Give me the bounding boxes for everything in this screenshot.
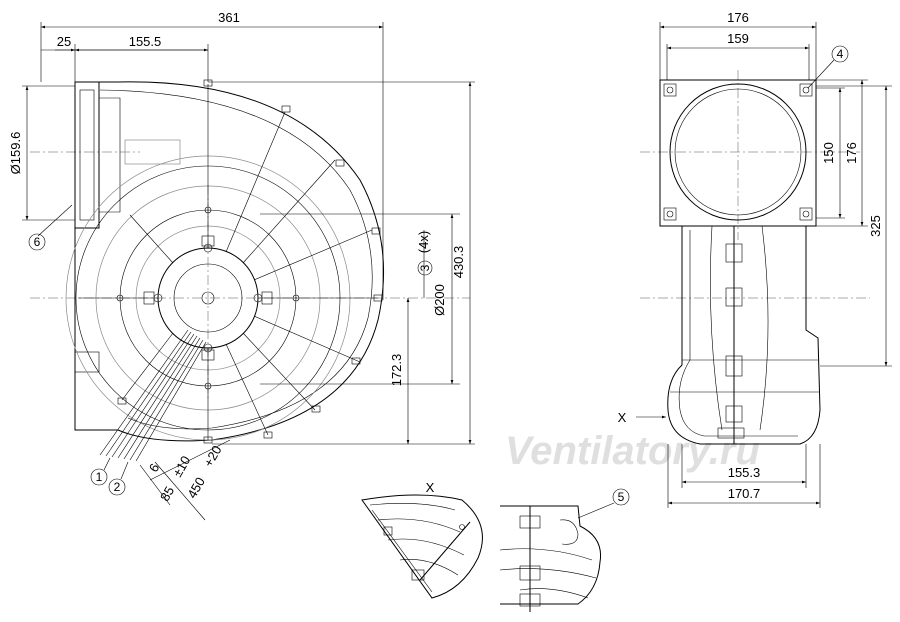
dim-cable-85: 85 (157, 484, 177, 504)
dim-inlet-to-axis: 155.5 (129, 34, 162, 49)
detail-x-label: X (426, 480, 435, 495)
detail-5-housing (500, 505, 602, 605)
dim-cable-450: 450 (184, 475, 208, 501)
hub-bolts (116, 206, 300, 390)
outlet-opening-inner (674, 88, 802, 216)
detail-x-housing (361, 494, 483, 599)
detail-x-rod (419, 521, 471, 581)
side-curve-1 (710, 225, 723, 431)
outlet-flange (659, 79, 817, 227)
front-dimensions: 361 25 155.5 Ø159.6 430.3 Ø200 172.3 (4x… (8, 10, 475, 521)
nameplate (124, 139, 181, 165)
cable-bundle (99, 329, 207, 462)
side-dimensions: 176 159 150 176 325 155.3 170.7 4 (659, 10, 892, 508)
watermark-text: Ventilatory.ru (505, 429, 760, 473)
dim-flange-hole-150: 150 (821, 142, 836, 164)
detail-5-view: 5 (499, 488, 630, 612)
dim-cable-6: 6 (146, 461, 163, 475)
dim-overall-width: 361 (218, 10, 240, 25)
detail-x-arc-1 (369, 503, 456, 511)
front-view (30, 79, 470, 462)
callout-2-circle (108, 478, 126, 496)
side-curve-2 (759, 225, 769, 431)
callout-6: 6 (34, 235, 41, 249)
callout-1: 1 (96, 470, 103, 484)
callout-5: 5 (618, 490, 625, 504)
view-marker-x: X (618, 410, 627, 425)
side-view: X (618, 70, 870, 445)
detail-x-view: X (361, 480, 483, 599)
dim-flange-width: 159 (727, 31, 749, 46)
dim-inlet-offset: 25 (57, 34, 71, 49)
housing-outline (74, 81, 385, 442)
guard-spokes (78, 84, 378, 440)
dim-outlet-to-base: 325 (868, 215, 883, 237)
callout-5-circle (612, 488, 630, 506)
callout-2: 2 (114, 480, 121, 494)
inlet-flange (74, 81, 100, 229)
side-housing-body (667, 226, 821, 445)
dim-side-width: 176 (727, 10, 749, 25)
dim-overall-height: 430.3 (451, 246, 466, 279)
housing-inner-line (99, 89, 373, 430)
dim-hub-circle: Ø200 (432, 284, 447, 316)
inlet-duct (99, 97, 121, 213)
motor-hub-inner (173, 263, 243, 333)
callout-4: 4 (837, 47, 844, 61)
detail-5-latch (559, 519, 579, 545)
callout-6-circle (28, 233, 46, 251)
callout-3-circle (417, 260, 433, 276)
side-clips (717, 243, 745, 439)
flange-holes (663, 83, 813, 221)
side-housing-inner (678, 230, 798, 437)
outlet-opening-outer (669, 83, 807, 221)
hub-bolt-count: (4x) (416, 231, 431, 253)
inlet-flange-inner (79, 89, 95, 221)
dim-base-155: 155.3 (728, 465, 761, 480)
dim-flange-height-176: 176 (844, 142, 859, 164)
motor-shaft (201, 291, 215, 305)
dim-inlet-diameter: Ø159.6 (8, 132, 23, 175)
dim-base-170: 170.7 (728, 486, 761, 501)
dim-cable-450-tol: +20 (201, 443, 225, 470)
callout-1-circle (90, 468, 108, 486)
callout-4-circle (831, 45, 849, 63)
dim-cable-85-tol: ±10 (170, 453, 194, 479)
callout-3: 3 (418, 264, 432, 271)
mount-foot (74, 351, 100, 373)
dim-axis-height: 172.3 (389, 354, 404, 387)
